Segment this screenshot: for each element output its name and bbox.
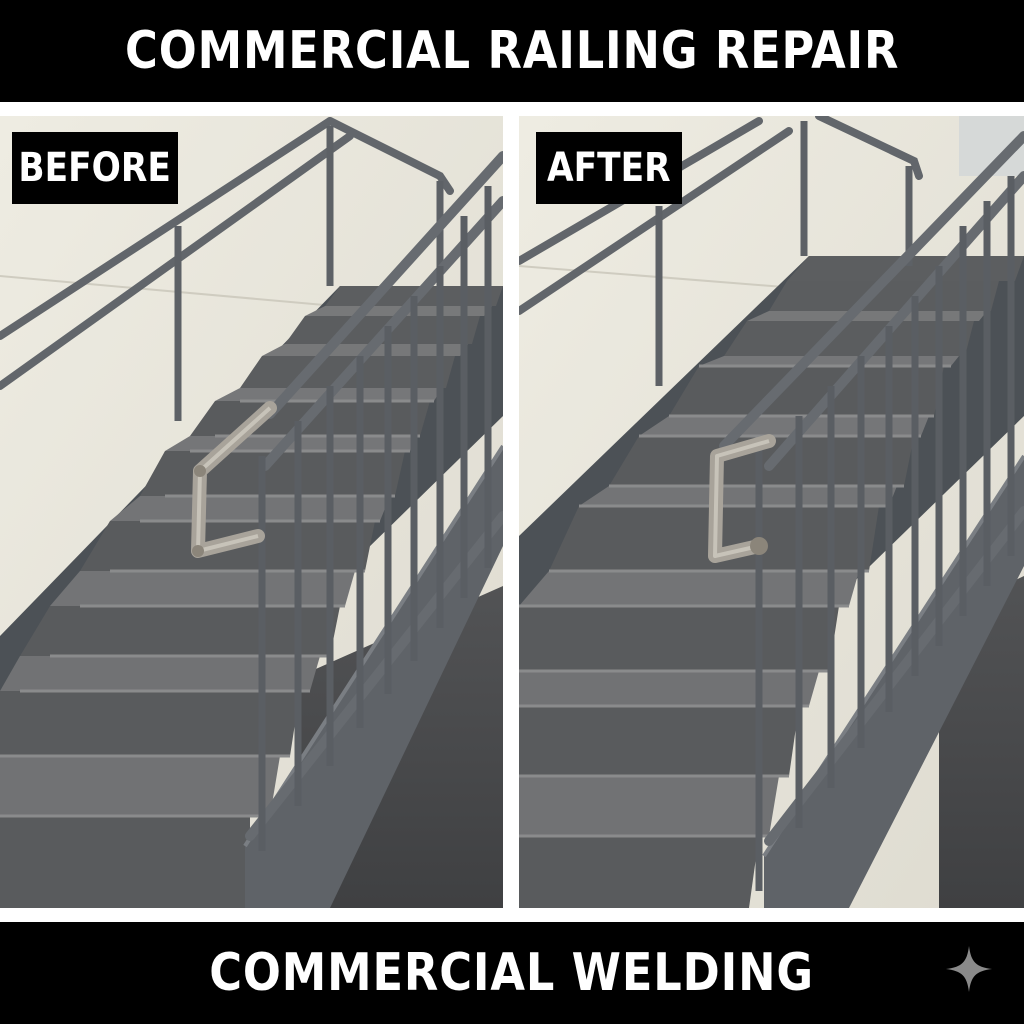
after-photo <box>519 116 1024 908</box>
after-stair-illustration <box>519 116 1024 908</box>
header-title: COMMERCIAL RAILING REPAIR <box>124 21 900 81</box>
footer-banner: COMMERCIAL WELDING <box>0 922 1024 1024</box>
header-banner: COMMERCIAL RAILING REPAIR <box>0 0 1024 102</box>
before-photo <box>0 116 503 908</box>
sparkle-icon <box>946 946 992 992</box>
after-label: AFTER <box>536 132 682 204</box>
before-label-text: BEFORE <box>18 145 172 191</box>
after-label-text: AFTER <box>547 145 671 191</box>
before-label: BEFORE <box>12 132 178 204</box>
footer-title: COMMERCIAL WELDING <box>209 943 815 1003</box>
before-stair-illustration <box>0 116 503 908</box>
